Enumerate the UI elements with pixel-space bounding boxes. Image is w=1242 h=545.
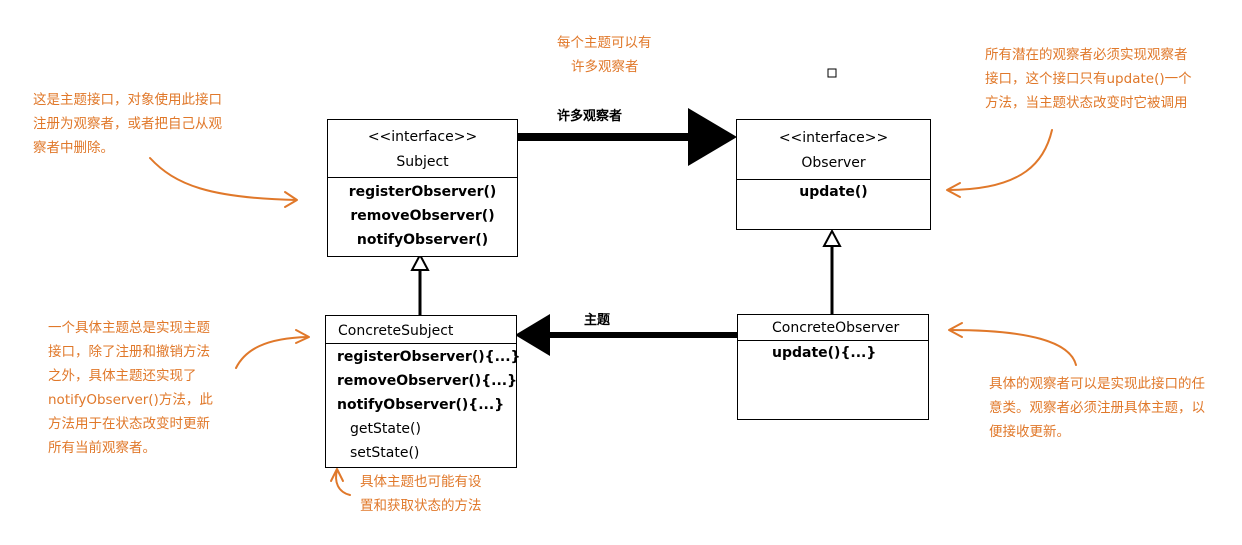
top-center-note: 每个主题可以有 许多观察者 [557, 31, 652, 79]
subject-method: notifyObserver() [356, 232, 489, 248]
note-line: 具体的观察者可以是实现此接口的任 [989, 376, 1205, 392]
subject-name: Subject [396, 154, 449, 170]
subject-association-label: 主题 [584, 313, 611, 328]
observer-note-arrow [947, 129, 1053, 191]
concrete-subject-header: ConcreteSubject [326, 316, 516, 344]
observer-stereotype: <<interface>> [778, 130, 889, 146]
note-line: 接口，除了注册和撤销方法 [48, 344, 210, 360]
state-methods-note-arrowhead [330, 468, 344, 482]
note-line: 接口，这个接口只有update()一个 [985, 71, 1192, 87]
observer-name: Observer [801, 155, 866, 171]
concrete-observer-note-arrowhead [948, 322, 963, 338]
note-line: 置和获取状态的方法 [360, 498, 482, 514]
concrete-observer-method: update(){...} [772, 345, 877, 361]
note-line: 察者中删除。 [33, 140, 114, 156]
many-observers-label: 许多观察者 [557, 109, 623, 124]
observer-method: update() [799, 184, 868, 200]
subject-note-arrow [149, 157, 297, 201]
observer-interface-box: <<interface>> Observer update() [736, 119, 931, 230]
subject-stereotype: <<interface>> [367, 129, 478, 145]
concrete-observer-note-arrow [949, 329, 1077, 366]
observer-realization-triangle [822, 228, 842, 247]
note-line: 方法用于在状态改变时更新 [48, 416, 210, 432]
note-line: 所有当前观察者。 [48, 440, 156, 456]
subject-interface-box: <<interface>> Subject registerObserver()… [327, 119, 518, 257]
note-line: 这是主题接口，对象使用此接口 [33, 92, 222, 108]
note-line: 注册为观察者，或者把自己从观 [33, 116, 222, 132]
subject-interface-note: 这是主题接口，对象使用此接口 注册为观察者，或者把自己从观 察者中删除。 [33, 88, 222, 160]
note-line: 方法，当主题状态改变时它被调用 [985, 95, 1188, 111]
note-line: 意类。观察者必须注册具体主题，以 [989, 400, 1205, 416]
concrete-subject-note: 一个具体主题总是实现主题 接口，除了注册和撤销方法 之外，具体主题还实现了 no… [48, 316, 213, 460]
concrete-observer-header: ConcreteObserver [738, 315, 928, 341]
concrete-subject-method: removeObserver(){...} [337, 373, 518, 389]
state-methods-note: 具体主题也可能有设 置和获取状态的方法 [360, 470, 482, 518]
note-line: 之外，具体主题还实现了 [48, 368, 197, 384]
note-line: 一个具体主题总是实现主题 [48, 320, 210, 336]
observer-methods: update() [737, 180, 930, 204]
square-marker [827, 68, 837, 78]
concrete-subject-state-method: setState() [350, 445, 420, 461]
note-line: notifyObserver()方法，此 [48, 392, 213, 408]
concrete-observer-methods: update(){...} [738, 341, 928, 365]
subject-method: registerObserver() [348, 184, 497, 200]
note-line: 便接收更新。 [989, 424, 1070, 440]
note-line: 具体主题也可能有设 [360, 474, 482, 490]
subject-method: removeObserver() [350, 208, 495, 224]
concrete-subject-note-arrowhead [295, 329, 310, 344]
many-observers-arrowhead [688, 108, 737, 166]
subject-note-arrowhead [284, 191, 298, 208]
note-line: 所有潜在的观察者必须实现观察者 [985, 47, 1188, 63]
concrete-subject-method: notifyObserver(){...} [337, 397, 505, 413]
subject-realization-triangle [410, 252, 430, 271]
concrete-observer-note: 具体的观察者可以是实现此接口的任 意类。观察者必须注册具体主题，以 便接收更新。 [989, 372, 1205, 444]
observer-interface-note: 所有潜在的观察者必须实现观察者 接口，这个接口只有update()一个 方法，当… [985, 43, 1192, 115]
concrete-observer-box: ConcreteObserver update(){...} [737, 314, 929, 420]
note-line: 许多观察者 [571, 59, 639, 75]
note-line: 每个主题可以有 [557, 35, 652, 51]
concrete-subject-name: ConcreteSubject [338, 323, 454, 339]
subject-methods: registerObserver() removeObserver() noti… [328, 178, 517, 252]
concrete-subject-method: registerObserver(){...} [337, 349, 521, 365]
concrete-observer-name: ConcreteObserver [772, 320, 900, 336]
observer-note-arrowhead [946, 182, 961, 198]
subject-header: <<interface>> Subject [328, 120, 517, 178]
subject-arrowhead [515, 314, 550, 356]
concrete-subject-box: ConcreteSubject registerObserver(){...} … [325, 315, 521, 468]
observer-header: <<interface>> Observer [737, 120, 930, 180]
concrete-subject-methods: registerObserver(){...} removeObserver()… [326, 344, 521, 465]
concrete-subject-note-arrow [235, 336, 309, 369]
state-methods-note-arrow [335, 469, 351, 496]
concrete-subject-state-method: getState() [350, 421, 421, 437]
